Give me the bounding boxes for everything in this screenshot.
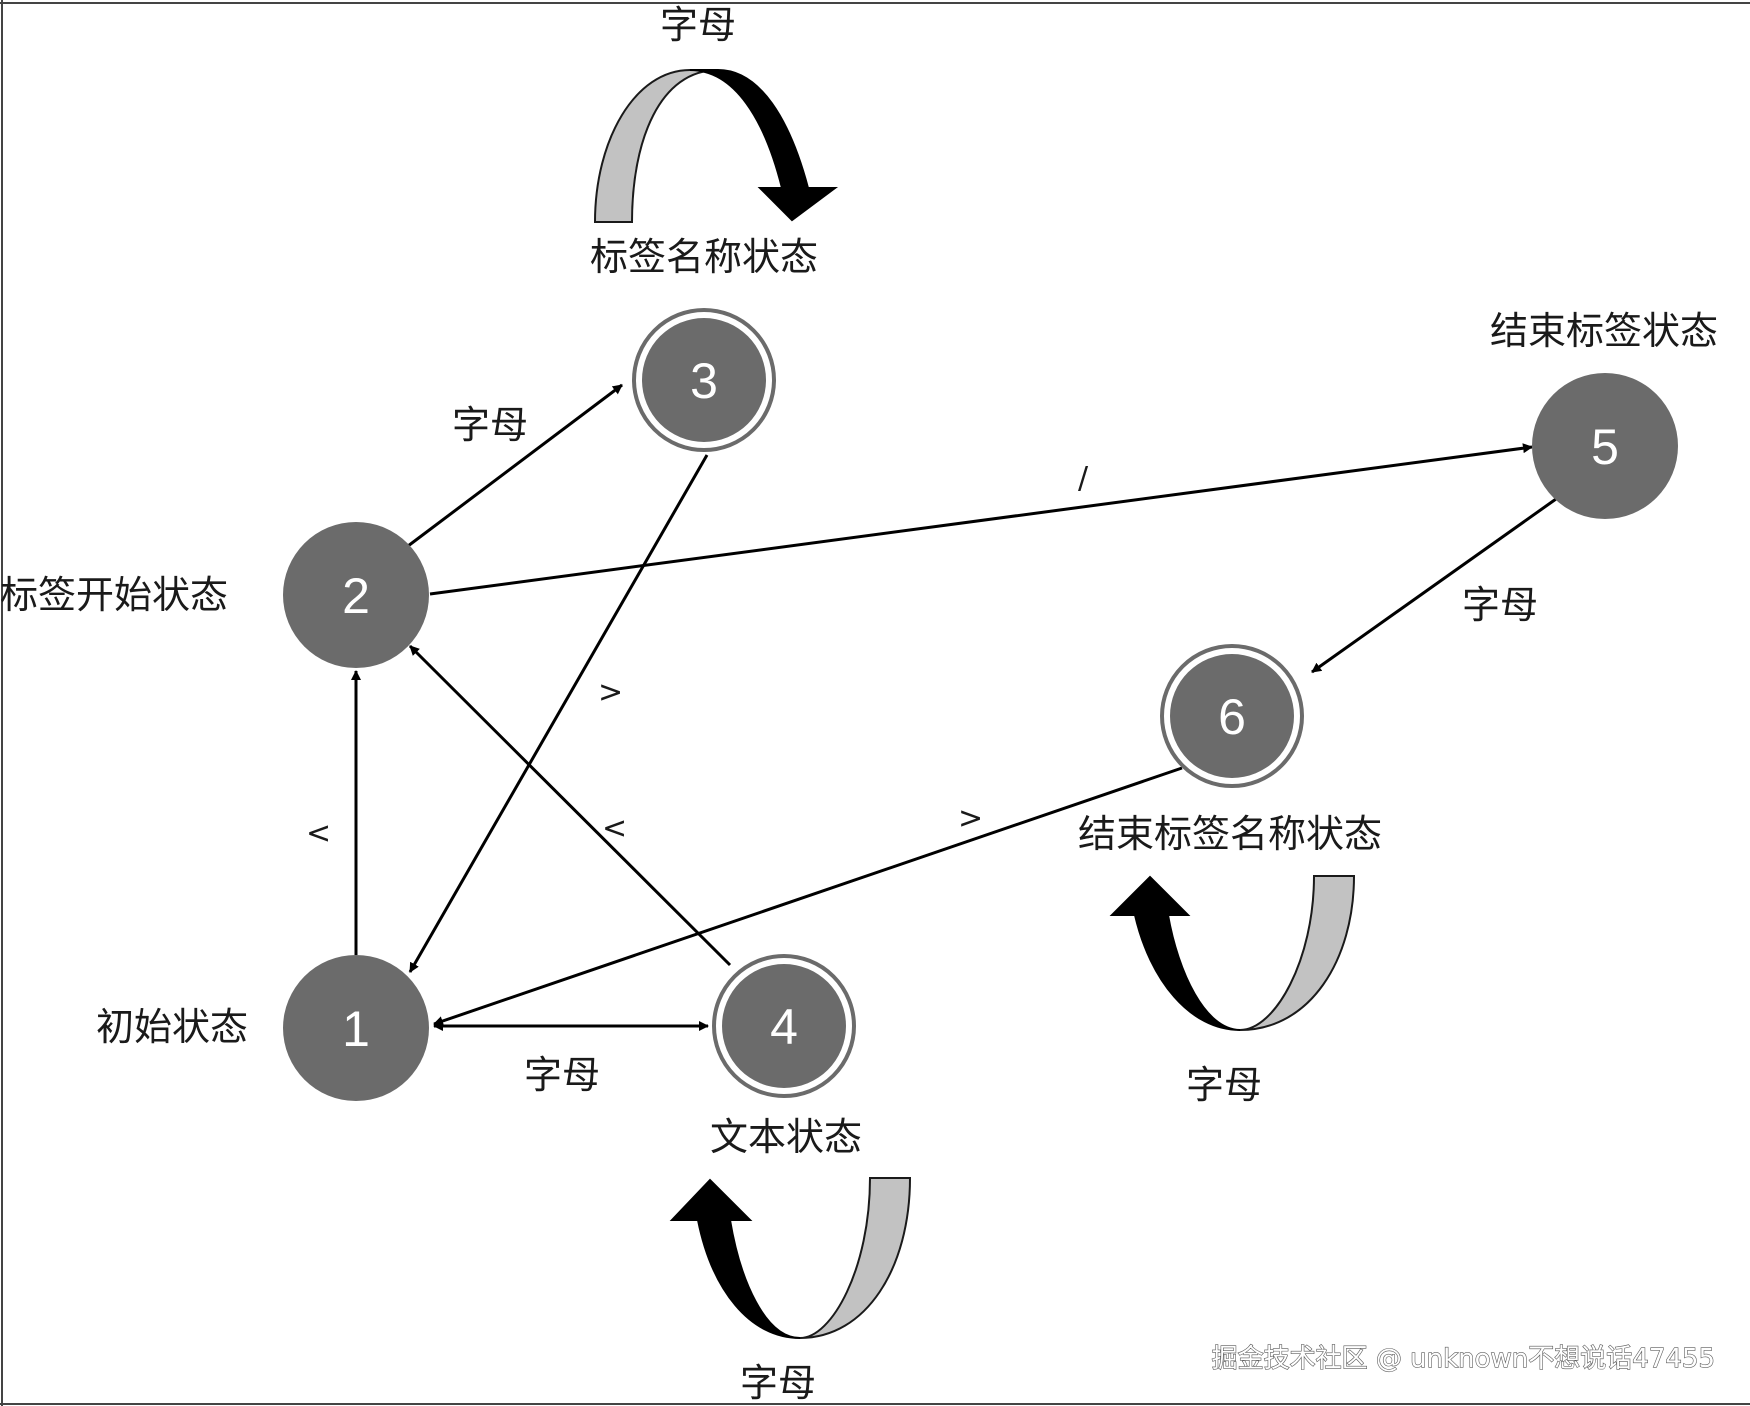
node-circle	[642, 318, 766, 442]
node-number: 3	[690, 353, 718, 409]
edge-5-to-6	[1311, 497, 1557, 674]
state-node-4: 4	[712, 954, 856, 1098]
edge-label-3-to-1: >	[598, 675, 623, 710]
node-number: 2	[342, 568, 370, 624]
loop-arc-dark	[669, 1178, 801, 1339]
loop-label-6: 字母	[1186, 1063, 1262, 1107]
node-circle	[283, 955, 429, 1101]
watermark: 掘金技术社区 @ unknown不想说话47455	[1212, 1344, 1715, 1374]
edge-label-4-to-2: <	[602, 811, 627, 846]
loop-arc-light	[1239, 875, 1356, 1031]
state-node-6: 6	[1160, 644, 1304, 788]
loop-arc-light	[593, 69, 719, 223]
state-label-3: 标签名称状态	[590, 235, 818, 279]
state-node-2: 2	[283, 522, 429, 668]
node-circle	[1532, 373, 1678, 519]
state-label-2: 标签开始状态	[0, 573, 228, 617]
node-number: 5	[1591, 419, 1619, 475]
node-number: 4	[770, 999, 798, 1055]
loop-arc-dark	[689, 69, 839, 222]
edge-4-to-2	[408, 644, 732, 967]
node-circle	[1170, 654, 1294, 778]
state-node-5: 5	[1532, 373, 1678, 519]
edge-label-1-to-4: 字母	[524, 1053, 600, 1097]
edge-label-6-to-1: >	[958, 801, 983, 836]
node-circle	[722, 964, 846, 1088]
loop-label-4: 字母	[740, 1361, 816, 1405]
node-circle	[283, 522, 429, 668]
state-label-4: 文本状态	[710, 1115, 862, 1159]
state-label-6: 结束标签名称状态	[1078, 812, 1382, 856]
node-number: 1	[342, 1001, 370, 1057]
edge-2-to-5	[429, 443, 1533, 596]
edge-label-1-to-2: <	[306, 816, 331, 851]
self-loop-6	[1109, 875, 1356, 1031]
loop-arc-dark	[1109, 875, 1241, 1031]
state-node-3: 3	[632, 308, 776, 452]
edge-6-to-1	[433, 766, 1183, 1026]
node-number: 6	[1218, 689, 1246, 745]
state-label-5: 结束标签状态	[1490, 309, 1718, 353]
loop-label-3: 字母	[660, 3, 736, 47]
transitions	[351, 383, 1557, 1031]
edge-label-5-to-6: 字母	[1462, 583, 1538, 627]
state-node-1: 1	[283, 955, 429, 1101]
self-loop-3	[593, 69, 839, 223]
self-loop-4	[669, 1177, 912, 1339]
edge-3-to-1	[408, 454, 709, 973]
edge-2-to-3	[407, 383, 623, 548]
edge-label-2-to-5: /	[1078, 461, 1089, 496]
state-label-1: 初始状态	[96, 1005, 248, 1049]
loop-arc-light	[799, 1177, 912, 1339]
edge-label-2-to-3: 字母	[452, 403, 528, 447]
